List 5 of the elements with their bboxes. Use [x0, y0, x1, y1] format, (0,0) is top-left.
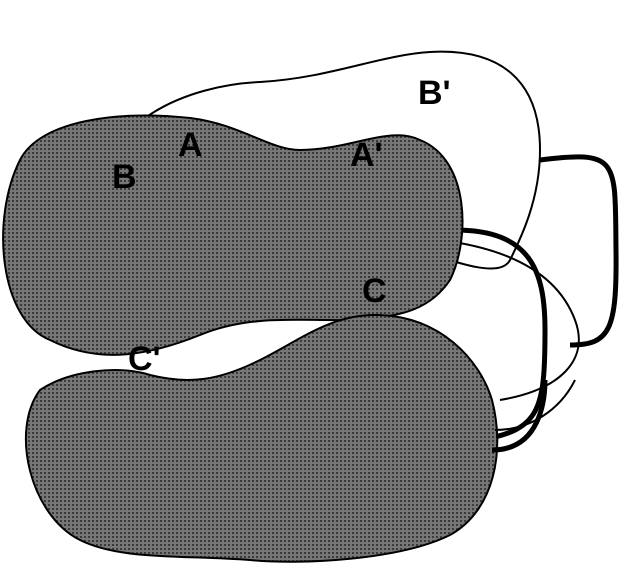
point-label: C — [362, 274, 387, 308]
point-label: B' — [418, 76, 451, 110]
point-label: A — [178, 128, 203, 162]
point-label: A' — [350, 138, 383, 172]
point-label: B — [112, 160, 137, 194]
